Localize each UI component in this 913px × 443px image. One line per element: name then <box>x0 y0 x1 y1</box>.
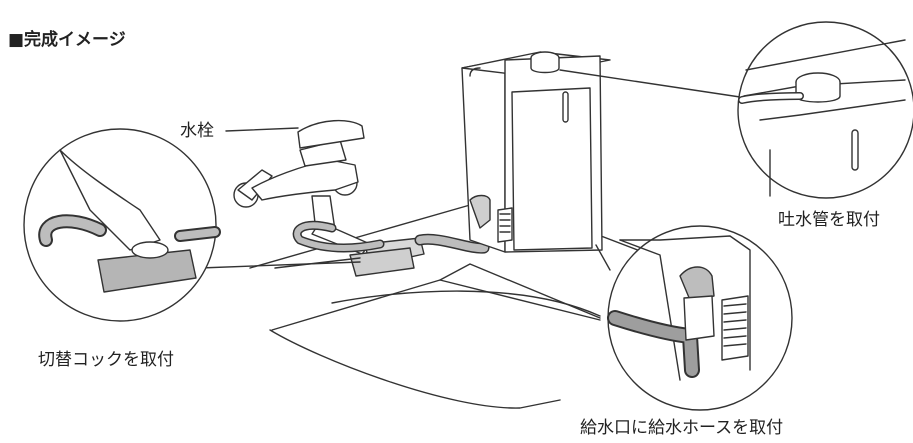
faucet-leader-line <box>226 128 298 131</box>
label-outlet-pipe: 吐水管を取付 <box>778 210 880 230</box>
label-water-inlet: 給水口に給水ホースを取付 <box>580 418 783 438</box>
faucet <box>234 121 424 276</box>
detail-circle-outlet-pipe <box>738 22 913 198</box>
detail-circle-water-inlet <box>608 226 792 410</box>
label-faucet: 水栓 <box>180 121 214 141</box>
label-switch-cock: 切替コックを取付 <box>38 350 174 370</box>
detail-circle-switch-cock <box>24 129 216 321</box>
water-heater <box>462 52 610 252</box>
